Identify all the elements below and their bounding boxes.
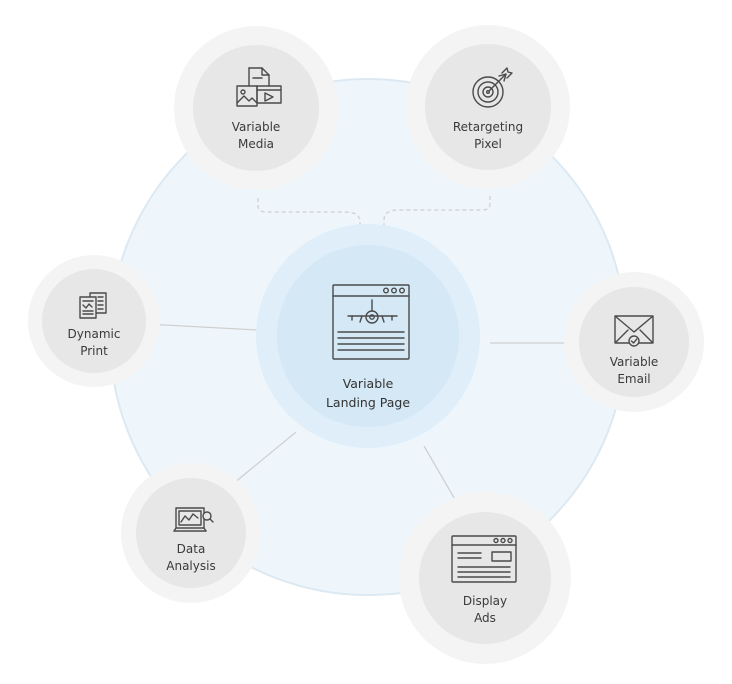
- label-display-ads: Display Ads: [435, 593, 535, 627]
- email-check-icon: [614, 315, 654, 347]
- label-variable-media: Variable Media: [206, 119, 306, 153]
- node-dynamic-print[interactable]: [28, 255, 160, 387]
- label-line1: Data: [176, 542, 206, 556]
- center-label-line2: Landing Page: [325, 395, 411, 410]
- print-documents-icon: [79, 292, 107, 319]
- label-retargeting-pixel: Retargeting Pixel: [438, 119, 538, 153]
- connector-analysis: [227, 431, 297, 489]
- label-line1: Retargeting: [452, 120, 524, 134]
- label-data-analysis: Data Analysis: [141, 541, 241, 575]
- label-line2: Analysis: [166, 559, 216, 573]
- connector-media: [257, 198, 361, 232]
- label-line2: Print: [80, 344, 108, 358]
- label-line2: Ads: [474, 611, 496, 625]
- node-data-analysis[interactable]: [121, 463, 261, 603]
- media-files-icon: [236, 67, 282, 107]
- center-label: Variable Landing Page: [318, 374, 418, 412]
- center-core: [277, 245, 459, 427]
- display-ad-window-icon: [451, 535, 517, 583]
- node-core: [42, 269, 146, 373]
- label-dynamic-print: Dynamic Print: [44, 326, 144, 360]
- node-variable-media[interactable]: [174, 26, 338, 190]
- connector-pixel: [383, 196, 491, 232]
- label-variable-email: Variable Email: [584, 354, 684, 388]
- analytics-monitor-icon: [173, 507, 214, 532]
- label-line1: Dynamic: [67, 327, 121, 341]
- label-line1: Variable: [609, 355, 659, 369]
- target-icon: [472, 67, 513, 108]
- landing-page-airplane-icon: [332, 284, 410, 360]
- node-core: [136, 478, 246, 588]
- connector-print: [145, 323, 259, 331]
- label-line2: Media: [237, 137, 275, 151]
- label-line1: Display: [462, 594, 508, 608]
- label-line2: Email: [617, 372, 651, 386]
- connector-ads: [423, 445, 461, 509]
- label-line2: Pixel: [474, 137, 502, 151]
- label-line1: Variable: [231, 120, 281, 134]
- center-label-line1: Variable: [342, 376, 394, 391]
- node-display-ads[interactable]: [399, 492, 571, 664]
- node-core: [193, 45, 319, 171]
